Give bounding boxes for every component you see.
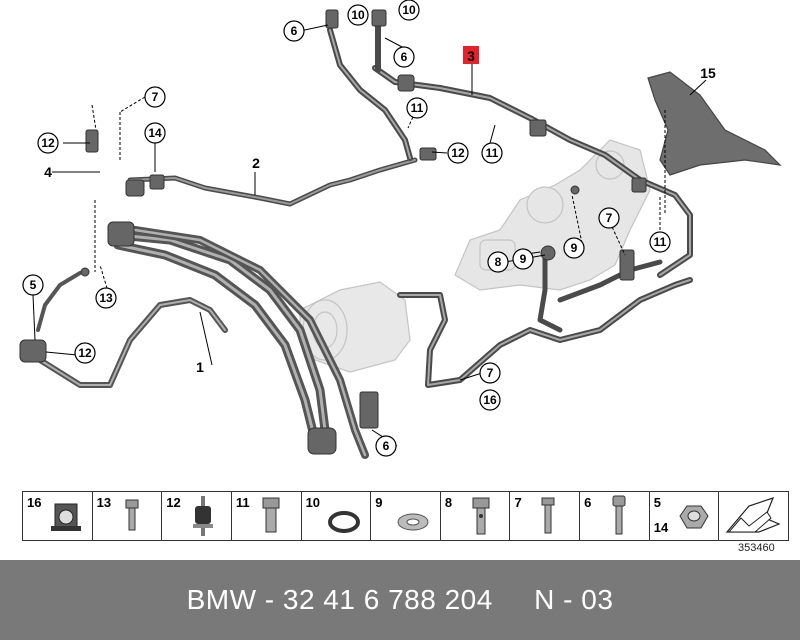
- socket-screw-icon: [612, 495, 626, 535]
- callout-10-left: 10: [351, 8, 365, 22]
- callout-6-mid: 6: [401, 50, 408, 64]
- leader-lines: [32, 24, 707, 447]
- callout-12-left: 12: [41, 136, 55, 150]
- part-cell: 11: [232, 492, 302, 540]
- rubber-mount-icon: [193, 496, 214, 536]
- bolt-icon: [125, 499, 139, 531]
- callout-7-bottom: 7: [487, 366, 494, 380]
- callout-2: 2: [252, 155, 260, 171]
- callout-11-mid: 11: [486, 146, 499, 160]
- part-cell: 7: [510, 492, 581, 540]
- part-cell: 13: [93, 492, 163, 540]
- heat-shield: [647, 71, 782, 176]
- part-cell: 12: [162, 492, 232, 540]
- sealing-washer-icon: [397, 513, 429, 531]
- callout-9-right: 9: [571, 241, 578, 255]
- image-id: 353460: [738, 542, 775, 554]
- part-number: 7: [514, 495, 522, 510]
- brackets: [19, 9, 647, 455]
- callout-12-mid: 12: [451, 146, 465, 160]
- callout-6-bottom: 6: [383, 439, 390, 453]
- callout-11-top: 11: [411, 101, 424, 115]
- parts-legend: 16 13 12 11 10 9: [22, 491, 789, 541]
- callout-labels: 6 10 10 6 3 15 7 12 14 4 2 11 12 11 7 9 …: [30, 3, 716, 453]
- part-number-caption: BMW - 32 41 6 788 204 N - 03: [186, 584, 614, 615]
- footer-bar: BMW - 32 41 6 788 204 N - 03: [0, 560, 800, 640]
- part-cell: 16: [23, 492, 93, 540]
- callout-12-bottom: 12: [78, 346, 92, 360]
- part-cell: 10: [302, 492, 372, 540]
- callout-9-left: 9: [520, 252, 527, 266]
- callout-10-right: 10: [402, 3, 416, 17]
- callout-3-highlight: [463, 46, 479, 64]
- callout-16: 16: [483, 393, 497, 407]
- callout-8: 8: [495, 255, 502, 269]
- callout-6-top: 6: [291, 24, 298, 38]
- callout-4: 4: [44, 164, 52, 180]
- callout-5: 5: [30, 278, 37, 292]
- callout-14: 14: [148, 126, 162, 140]
- callout-circles: [22, 0, 671, 457]
- part-cell: 5 14: [650, 492, 720, 540]
- arrow-icon: [726, 497, 781, 533]
- parts-diagram: 6 10 10 6 3 15 7 12 14 4 2 11 12 11 7 9 …: [19, 0, 782, 459]
- part-cell: [719, 492, 788, 540]
- part-number-secondary: 14: [653, 520, 669, 535]
- o-ring-icon: [327, 511, 360, 533]
- bracket-clamp-icon: [51, 503, 81, 531]
- pipe-lines: [36, 22, 693, 459]
- hex-bolt-icon: [262, 497, 280, 533]
- callout-15: 15: [700, 65, 716, 81]
- part-number: 13: [96, 495, 112, 510]
- part-number: 6: [584, 495, 592, 510]
- screw-icon: [541, 497, 555, 534]
- part-number: 8: [444, 495, 453, 510]
- callout-11-right: 11: [654, 235, 667, 249]
- part-number: 5: [653, 495, 661, 510]
- part-number: 12: [166, 495, 181, 510]
- callout-7-right: 7: [606, 211, 613, 225]
- callout-3: 3: [467, 48, 475, 64]
- callout-7-left: 7: [152, 90, 159, 104]
- part-number: 9: [375, 495, 383, 510]
- part-cell: 6: [580, 492, 650, 540]
- part-number: 10: [305, 495, 321, 510]
- callout-13: 13: [99, 291, 113, 305]
- callout-1: 1: [196, 359, 204, 375]
- hex-nut-icon: [679, 505, 709, 529]
- part-number: 16: [27, 495, 42, 510]
- banjo-bolt-icon: [472, 497, 490, 535]
- part-cell: 8: [441, 492, 511, 540]
- part-number: 11: [235, 495, 250, 510]
- part-cell: 9: [371, 492, 441, 540]
